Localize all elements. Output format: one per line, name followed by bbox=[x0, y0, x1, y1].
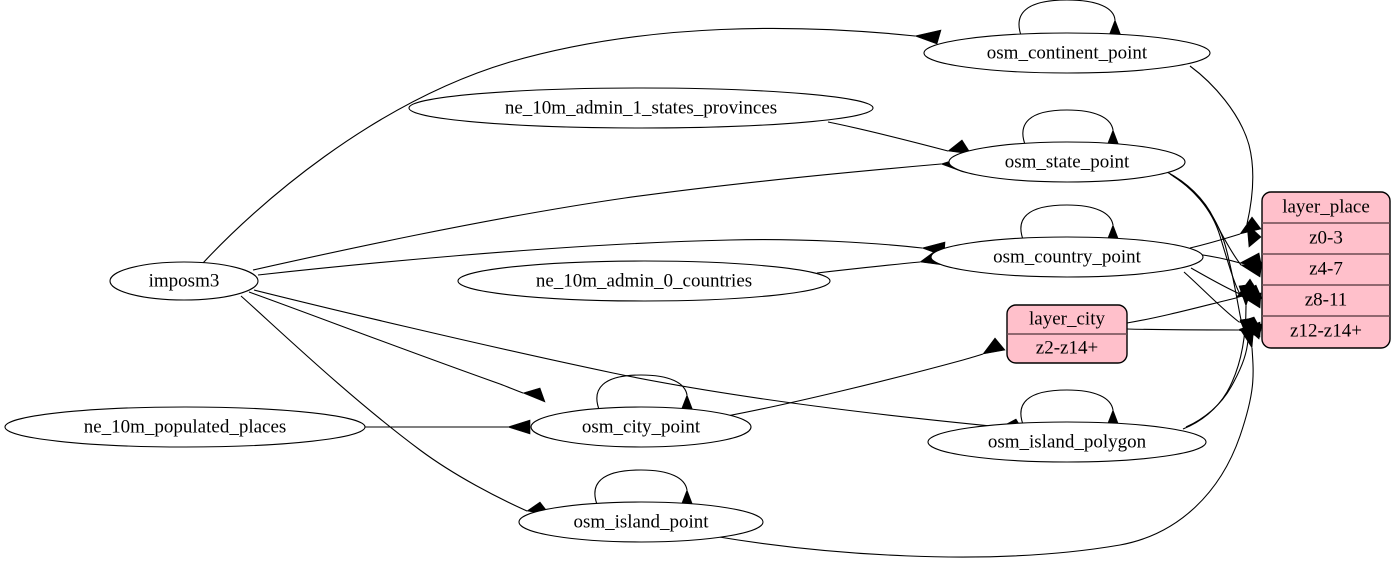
node-osm-island-point[interactable]: osm_island_point bbox=[518, 501, 764, 543]
layer-place-row-z8-11: z8-11 bbox=[1305, 289, 1348, 310]
layer-city-title: layer_city bbox=[1029, 308, 1105, 329]
node-osm-country-point-label: osm_country_point bbox=[993, 246, 1141, 267]
edge-imposm3-to-osm-state-point bbox=[252, 156, 964, 271]
node-osm-island-polygon[interactable]: osm_island_polygon bbox=[927, 421, 1207, 463]
edge-osm-city-point-to-layer-city-z2-z14 bbox=[726, 337, 1006, 417]
edge-imposm3-to-osm-city-point bbox=[248, 291, 546, 403]
layer-place-row-z12-z14: z12-z14+ bbox=[1290, 320, 1362, 341]
layer-city-row-z2-z14: z2-z14+ bbox=[1036, 337, 1098, 358]
node-osm-city-point[interactable]: osm_city_point bbox=[530, 406, 752, 448]
edge-osm-country-point-to-layer-place-z0-3 bbox=[1189, 216, 1262, 249]
node-osm-state-point-label: osm_state_point bbox=[1005, 151, 1130, 172]
node-ne-populated-label: ne_10m_populated_places bbox=[84, 416, 287, 437]
node-osm-city-point-label: osm_city_point bbox=[582, 416, 701, 437]
edge-imposm3-to-osm-continent-point bbox=[202, 27, 942, 264]
edge-osm-island-polygon-to-layer-place-z8-11 bbox=[1182, 283, 1254, 430]
edge-imposm3-to-osm-island-point bbox=[240, 295, 551, 516]
edge-ne-populated-to-osm-city-point bbox=[365, 419, 531, 435]
node-osm-continent-point[interactable]: osm_continent_point bbox=[923, 32, 1211, 74]
node-layer-place[interactable]: layer_place z0-3 z4-7 z8-11 z12-z14+ bbox=[1261, 191, 1391, 349]
node-osm-state-point[interactable]: osm_state_point bbox=[948, 141, 1186, 183]
edge-ne-admin0-to-osm-country-point bbox=[816, 250, 944, 274]
node-ne-admin0-label: ne_10m_admin_0_countries bbox=[536, 270, 752, 291]
node-ne-admin1-label: ne_10m_admin_1_states_provinces bbox=[505, 97, 777, 118]
node-osm-island-point-label: osm_island_point bbox=[573, 511, 709, 532]
node-layer-city[interactable]: layer_city z2-z14+ bbox=[1006, 304, 1128, 364]
node-osm-continent-point-label: osm_continent_point bbox=[987, 42, 1148, 63]
edge-osm-island-point-to-layer-place-z12-z14 bbox=[712, 324, 1255, 558]
edge-ne-admin1-to-osm-state-point bbox=[827, 121, 972, 155]
node-ne-10m-admin-0-countries[interactable]: ne_10m_admin_0_countries bbox=[457, 260, 831, 302]
node-ne-10m-populated-places[interactable]: ne_10m_populated_places bbox=[4, 406, 366, 448]
layer-place-title: layer_place bbox=[1282, 196, 1370, 217]
layer-place-row-z0-3: z0-3 bbox=[1309, 227, 1343, 248]
node-imposm3-label: imposm3 bbox=[149, 270, 220, 291]
nodes-layer: imposm3 ne_10m_admin_1_states_provinces … bbox=[4, 32, 1391, 543]
layer-place-row-z4-7: z4-7 bbox=[1309, 258, 1343, 279]
edge-layer-city-to-layer-place-z8-11 bbox=[1126, 278, 1259, 324]
node-imposm3[interactable]: imposm3 bbox=[109, 261, 259, 301]
node-ne-10m-admin-1-states-provinces[interactable]: ne_10m_admin_1_states_provinces bbox=[408, 87, 874, 129]
node-osm-island-polygon-label: osm_island_polygon bbox=[988, 431, 1147, 452]
node-osm-country-point[interactable]: osm_country_point bbox=[930, 236, 1204, 278]
